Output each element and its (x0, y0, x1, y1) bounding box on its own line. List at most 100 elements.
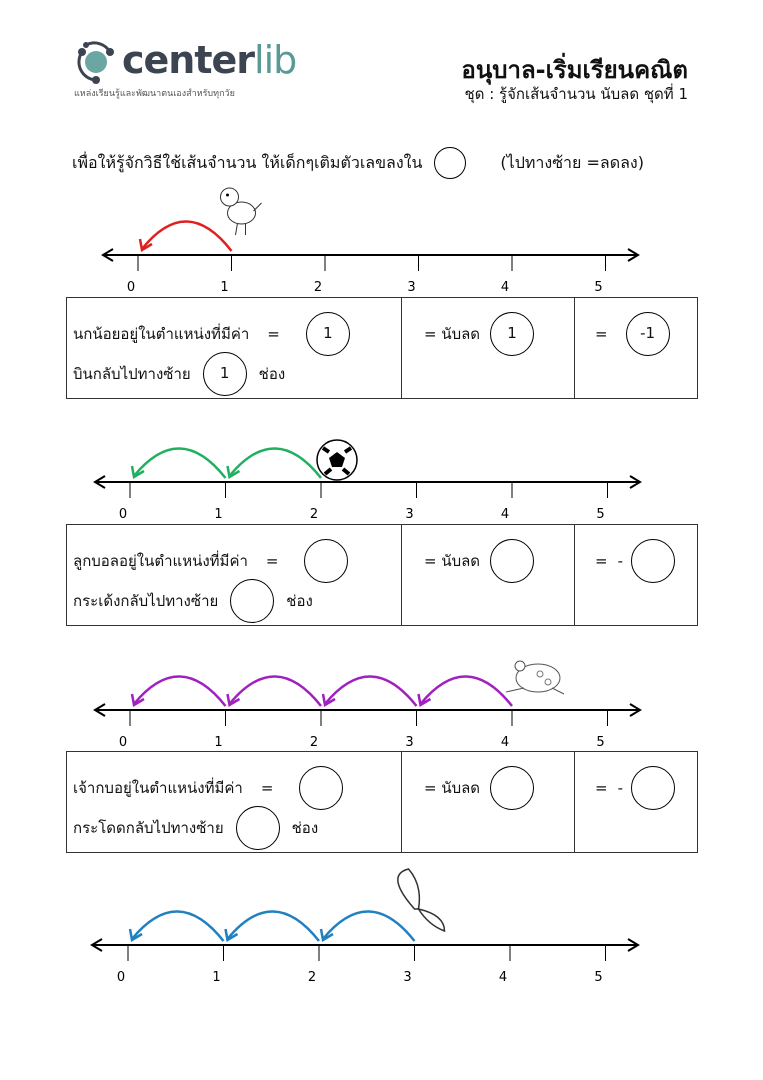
arc-arrowhead (417, 693, 432, 708)
left-arrow-icon (101, 248, 114, 262)
right-arrow-icon (627, 248, 640, 262)
arc-arrowhead (138, 238, 153, 253)
move-label: กระโดดกลับไปทางซ้าย (73, 819, 224, 837)
tick-label: 2 (310, 507, 318, 522)
result-equals: = (595, 552, 608, 570)
instruction-note: (ไปทางซ้าย =ลดลง) (500, 152, 644, 172)
butterfly-icon (397, 868, 446, 933)
unit-label: ช่อง (258, 365, 286, 383)
arc-arrowhead (224, 928, 239, 943)
tick-label: 1 (214, 735, 222, 750)
tick-label: 4 (501, 507, 509, 522)
steps-answer[interactable]: 1 (202, 352, 247, 396)
unit-label: ช่อง (291, 819, 319, 837)
arc-arrowhead (226, 465, 241, 480)
arc-arrowhead (226, 693, 241, 708)
arc-arrowhead (130, 465, 145, 480)
count-answer[interactable] (490, 766, 535, 810)
jump-arc (419, 675, 513, 707)
arc-arrowhead (321, 693, 336, 708)
equals-sign: = (265, 552, 279, 570)
tick-label: 5 (594, 280, 602, 295)
arc-arrowhead (319, 928, 334, 943)
exercise-table: ลูกบอลอยู่ในตำแหน่งที่มีค่า = กระเด้งกลับ… (66, 524, 698, 626)
result-prefix: - (617, 779, 623, 797)
count-down-label: = นับลด (424, 779, 481, 797)
tick-label: 2 (310, 735, 318, 750)
jump-arc (131, 910, 225, 942)
position-answer[interactable] (299, 766, 344, 810)
logo-mark-icon (77, 41, 114, 84)
right-arrow-icon (627, 938, 640, 952)
equals-sign: = (260, 779, 274, 797)
count-down-label: = นับลด (424, 552, 481, 570)
tick-label: 1 (212, 970, 220, 985)
answer-circle-example (434, 147, 467, 179)
tick-label: 5 (594, 970, 602, 985)
left-arrow-icon (93, 475, 106, 489)
jump-arc (141, 220, 233, 252)
equals-sign: = (267, 325, 280, 343)
right-arrow-icon (629, 703, 642, 717)
steps-answer[interactable] (230, 579, 275, 623)
result-answer[interactable] (631, 766, 675, 810)
count-answer[interactable]: 1 (490, 312, 535, 356)
jump-arc (133, 447, 227, 479)
tick-label: 0 (119, 735, 127, 750)
arc-arrowhead (128, 928, 143, 943)
result-equals: = (595, 325, 608, 343)
move-label: บินกลับไปทางซ้าย (73, 365, 191, 383)
tick-label: 2 (314, 280, 322, 295)
logo-text-a: center (122, 38, 255, 82)
tick-label: 4 (499, 970, 507, 985)
move-label: กระเด้งกลับไปทางซ้าย (73, 592, 219, 610)
instruction-text: เพื่อให้รู้จักวิธีใช้เส้นจำนวน ให้เด็กๆเ… (72, 152, 423, 172)
soccer-ball-icon (316, 439, 358, 481)
position-label: เจ้ากบอยู่ในตำแหน่งที่มีค่า (73, 779, 243, 797)
tick-label: 0 (119, 507, 127, 522)
tick-label: 0 (127, 280, 135, 295)
tick-label: 1 (220, 280, 228, 295)
jump-arc (228, 447, 322, 479)
result-equals: = (595, 779, 608, 797)
tick-label: 3 (405, 735, 413, 750)
jump-arc (324, 675, 418, 707)
tick-label: 5 (596, 507, 604, 522)
result-answer[interactable] (631, 539, 675, 583)
tick-label: 1 (214, 507, 222, 522)
position-label: นกน้อยอยู่ในตำแหน่งที่มีค่า (73, 325, 250, 343)
jump-arc (133, 675, 227, 707)
tick-label: 3 (407, 280, 415, 295)
tick-label: 4 (501, 280, 509, 295)
position-label: ลูกบอลอยู่ในตำแหน่งที่มีค่า (73, 552, 248, 570)
logo-text-b: lib (254, 38, 297, 82)
left-arrow-icon (93, 703, 106, 717)
page-title: อนุบาล-เริ่มเรียนคณิต (461, 56, 688, 84)
tick-label: 5 (596, 735, 604, 750)
tick-label: 3 (403, 970, 411, 985)
tick-label: 3 (405, 507, 413, 522)
page-subtitle: ชุด : รู้จักเส้นจำนวน นับลด ชุดที่ 1 (464, 85, 688, 103)
frog-icon (505, 660, 565, 695)
tick-label: 0 (117, 970, 125, 985)
count-answer[interactable] (490, 539, 535, 583)
result-answer[interactable]: -1 (625, 312, 670, 356)
exercise-table: เจ้ากบอยู่ในตำแหน่งที่มีค่า = กระโดดกลับไ… (66, 751, 698, 853)
exercise-table: นกน้อยอยู่ในตำแหน่งที่มีค่า = 1 บินกลับไปท… (66, 297, 698, 399)
tagline: แหล่งเรียนรู้และพัฒนาตนเองสำหรับทุกวัย (74, 89, 235, 99)
left-arrow-icon (90, 938, 103, 952)
position-answer[interactable]: 1 (305, 312, 350, 356)
jump-arc (226, 910, 320, 942)
count-down-label: = นับลด (424, 325, 481, 343)
unit-label: ช่อง (286, 592, 313, 610)
tick-label: 2 (308, 970, 316, 985)
jump-arc (322, 910, 416, 942)
bird-icon (220, 187, 262, 236)
steps-answer[interactable] (235, 806, 280, 850)
jump-arc (228, 675, 322, 707)
right-arrow-icon (629, 475, 642, 489)
tick-label: 4 (501, 735, 509, 750)
position-answer[interactable] (304, 539, 349, 583)
